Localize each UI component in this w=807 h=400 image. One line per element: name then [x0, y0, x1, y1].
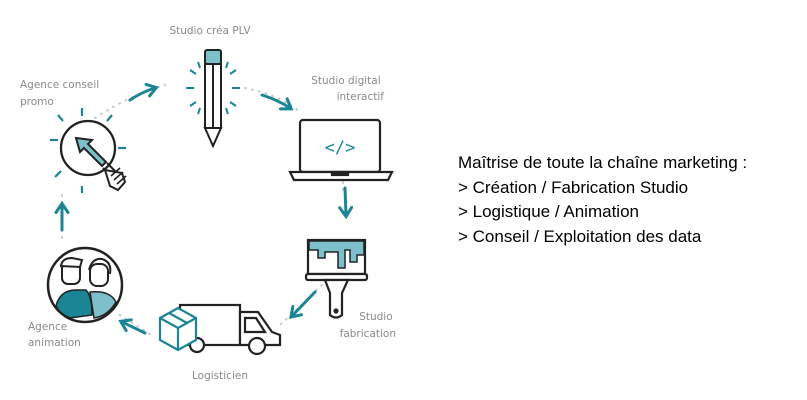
- laptop-code-icon: </>: [288, 118, 394, 182]
- pencil-icon: [186, 49, 240, 149]
- marketing-cycle-diagram: </>: [20, 25, 396, 382]
- summary-item: > Conseil / Exploitation des data: [458, 226, 702, 246]
- lightbulb-icon: [50, 108, 127, 193]
- paint-brush-icon: [304, 238, 369, 319]
- label-logisticien: Logisticien: [192, 370, 248, 382]
- summary-item: > Création / Fabrication Studio: [458, 177, 689, 197]
- svg-text:</>: </>: [325, 138, 356, 158]
- summary-item: > Logistique / Animation: [458, 202, 639, 221]
- arrow-plv-to-digital: [260, 93, 294, 111]
- label-agence-conseil: Agence conseil promo: [20, 79, 103, 108]
- arrow-digital-to-fabrication: [338, 186, 354, 220]
- summary-text: Maîtrise de toute la chaîne marketing : …: [458, 151, 747, 249]
- box-icon: [158, 306, 198, 352]
- label-studio-crea-plv: Studio créa PLV: [169, 25, 251, 37]
- cycle-arrows: [54, 82, 354, 335]
- truck-icon: [158, 303, 282, 356]
- arrow-conseil-to-plv: [128, 82, 160, 102]
- label-agence-animation: Agence animation: [28, 321, 81, 349]
- label-studio-digital: Studio digital interactif: [311, 75, 384, 103]
- people-icon: [46, 246, 124, 324]
- summary-title: Maîtrise de toute la chaîne marketing :: [458, 153, 748, 172]
- arrow-logistique-to-animation: [118, 318, 147, 335]
- arrow-fabrication-to-logistique: [289, 290, 317, 320]
- label-studio-fabrication: Studio fabrication: [340, 311, 396, 340]
